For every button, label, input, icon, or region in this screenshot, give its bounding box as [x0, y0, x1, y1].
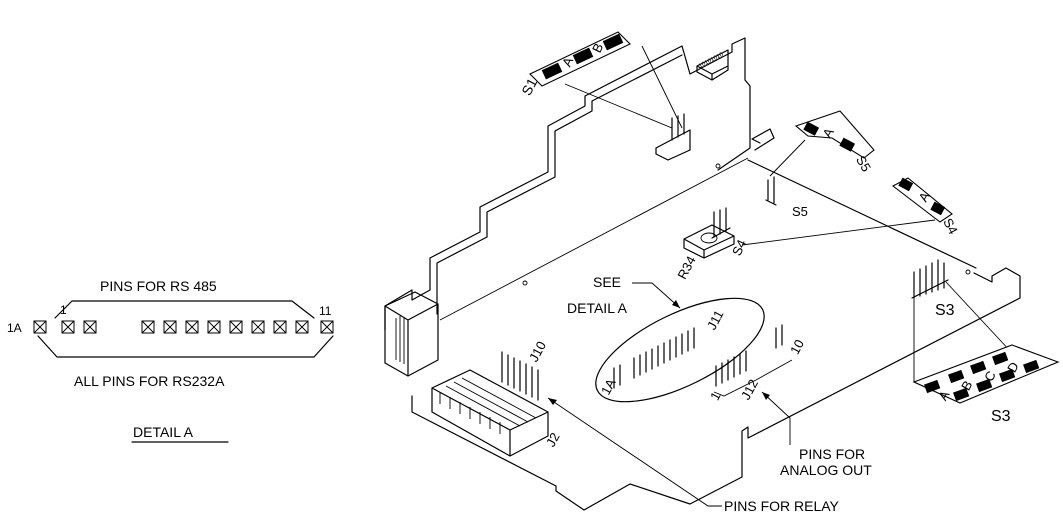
switch-s3: S3 A B C D S3 [911, 259, 1060, 425]
s4-label: S4 [940, 216, 961, 237]
s5-leader [769, 139, 806, 177]
s3-switch-strip [912, 344, 1060, 404]
circuit-board: 10101010 [384, 37, 1021, 511]
board-hole [715, 163, 721, 169]
board-hole [965, 269, 971, 275]
j12-label: J12 [738, 377, 761, 403]
pin-11-label: 11 [319, 304, 332, 318]
potentiometer-r34: R34 [674, 224, 735, 282]
s1-leader [564, 45, 683, 129]
analog-callout-line2: ANALOG OUT [780, 462, 872, 478]
s5-label: S5 [853, 153, 874, 174]
detail-pin [33, 320, 47, 334]
s4-header [711, 207, 731, 239]
j2-terminal-block [431, 369, 549, 457]
see-detail-line2: DETAIL A [567, 300, 628, 316]
detail-pin [229, 320, 243, 334]
back-wall [384, 37, 751, 331]
detail-a: PINS FOR RS 485 1 11 1A ALL PINS FOR RS2… [7, 278, 334, 443]
s5-switch-strip [794, 110, 875, 159]
detail-pin [251, 320, 265, 334]
detail-pin [83, 320, 97, 334]
j11-label: J11 [704, 308, 727, 333]
board-edge [411, 267, 1021, 511]
j11-detail-ellipse [595, 297, 765, 403]
chip-text: 10101010 [698, 52, 725, 70]
j12-pin-start: 1 [707, 389, 724, 402]
j2-label: J2 [543, 430, 563, 449]
j10-pins [501, 351, 539, 401]
j2-terminals [439, 377, 537, 434]
detail-a-caption: DETAIL A [133, 424, 194, 440]
switch-s5: A S5 S5 [765, 110, 875, 219]
detail-pin [320, 320, 334, 334]
s4-leader [741, 219, 936, 246]
s3-label: S3 [991, 408, 1011, 425]
see-detail-line1: SEE [593, 274, 621, 290]
relay-leader [547, 397, 722, 507]
r34-body [683, 224, 735, 259]
j12-pins [715, 324, 783, 387]
back-wall-inner [436, 54, 683, 315]
left-connector [384, 291, 439, 377]
r34-knob [700, 232, 718, 244]
connector-j11: SEE DETAIL A J11 1A [567, 274, 765, 403]
rs485-bracket [54, 300, 315, 319]
j12-bracket [713, 359, 793, 397]
pin-1-label: 1 [60, 303, 67, 317]
analog-leader [761, 391, 791, 445]
detail-pin [163, 320, 177, 334]
r34-label: R34 [674, 254, 698, 282]
switch-s1: A B S1 [518, 31, 691, 161]
s5-board-label: S5 [792, 204, 808, 219]
board-inner-edge [439, 157, 749, 321]
analog-callout-line1: PINS FOR [799, 446, 865, 462]
s5-header [765, 176, 777, 206]
switch-s4: A S4 S4 [711, 177, 961, 258]
s4-board-label: S4 [729, 237, 749, 258]
s3-leader [913, 281, 1013, 382]
see-detail-leader [632, 282, 681, 309]
s1-label: S1 [518, 75, 540, 98]
rs485-label: PINS FOR RS 485 [100, 278, 217, 294]
s3-header [911, 259, 949, 299]
detail-pin [185, 320, 199, 334]
connector-j12: J12 1 10 PINS FOR ANALOG OUT [707, 324, 872, 478]
detail-pin [273, 320, 287, 334]
detail-pin [207, 320, 221, 334]
back-wall-chip [696, 49, 729, 81]
s1-header [655, 113, 691, 161]
board-hole [522, 280, 528, 286]
detail-pin [295, 320, 309, 334]
j11-pins [613, 327, 695, 389]
detail-pin [141, 320, 155, 334]
rs232-bracket [37, 335, 334, 358]
pin-1a-label: 1A [7, 321, 22, 335]
s3-board-label: S3 [935, 302, 955, 319]
relay-callout: PINS FOR RELAY [724, 498, 840, 514]
rs232-label: ALL PINS FOR RS232A [74, 373, 225, 389]
j10-label: J10 [526, 339, 549, 365]
j11-pin-label: 1A [598, 376, 619, 397]
j12-pin-end: 10 [787, 337, 807, 357]
detail-pin [61, 320, 75, 334]
detail-pin-row [33, 320, 334, 334]
board-rear-edge [747, 128, 977, 269]
connector-j2: J2 PINS FOR RELAY [431, 369, 840, 514]
left-connector-pins [395, 316, 405, 364]
